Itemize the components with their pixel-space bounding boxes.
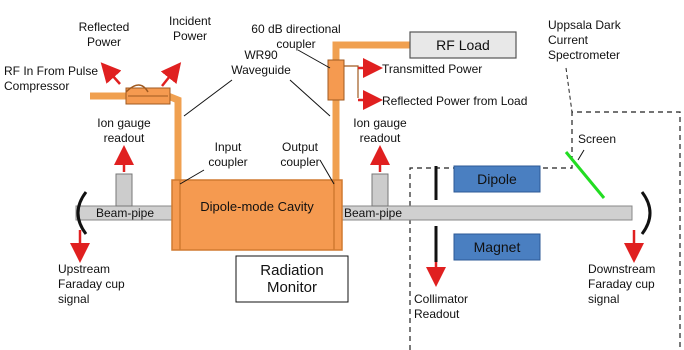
coupler-label: 60 dB directional coupler — [251, 22, 341, 51]
screen-leader — [577, 149, 585, 161]
reflected-power-arrow — [100, 62, 122, 85]
upstream-label: Upstream Faraday cup signal — [58, 262, 125, 306]
spectrometer-leader — [565, 67, 573, 113]
rf-in-label: RF In From Pulse Compressor — [4, 64, 99, 93]
coupler-leader — [297, 49, 331, 69]
screen-label: Screen — [578, 132, 617, 146]
dipole-label: Dipole — [477, 171, 517, 187]
collimator-label: Collimator Readout — [414, 292, 469, 321]
coupler-arm-left — [125, 84, 149, 93]
beam-pipe-left-label: Beam-pipe — [96, 206, 155, 220]
reflected-power-label: Reflected Power — [78, 20, 130, 49]
spectrometer-region — [409, 111, 681, 350]
downstream-label: Downstream Faraday cup signal — [588, 262, 656, 306]
waveguide-leader-right — [289, 79, 331, 117]
radiation-monitor — [235, 255, 349, 303]
radiation-monitor-label: Radiation Monitor — [260, 262, 324, 296]
upstream-faraday-cup — [76, 191, 88, 235]
input-coupler-leader — [179, 169, 205, 185]
spectrometer-label: Uppsala Dark Current Spectrometer — [548, 18, 621, 62]
input-coupler-label: Input coupler — [208, 140, 248, 169]
waveguide-label: WR90 Waveguide — [231, 48, 291, 77]
output-coupler-leader — [319, 159, 335, 185]
output-coupler-label: Output coupler — [280, 140, 320, 169]
reflected-from-load-label: Reflected Power from Load — [382, 94, 528, 108]
beam-pipe-right-label: Beam-pipe — [344, 206, 403, 220]
rf-load — [409, 31, 517, 59]
downstream-faraday-cup — [640, 191, 652, 235]
incident-power-arrow — [160, 62, 182, 87]
cavity-label: Dipole-mode Cavity — [200, 198, 314, 214]
ion-gauge-left-label: Ion gauge readout — [97, 116, 151, 145]
directional-coupler — [327, 59, 345, 101]
ion-gauge-left — [115, 173, 133, 207]
magnet-box — [453, 233, 541, 261]
magnet-label: Magnet — [473, 239, 521, 255]
dipole-magnet-box — [453, 165, 541, 193]
ion-gauge-right-label: Ion gauge readout — [353, 116, 407, 145]
incident-power-label: Incident Power — [168, 14, 212, 43]
rf-load-label: RF Load — [436, 37, 490, 53]
screen — [564, 151, 606, 199]
ion-gauge-right — [371, 173, 389, 207]
transmitted-power-label: Transmitted Power — [382, 62, 483, 76]
waveguide-leader-left — [183, 79, 233, 117]
dipole-mode-cavity — [171, 179, 343, 251]
